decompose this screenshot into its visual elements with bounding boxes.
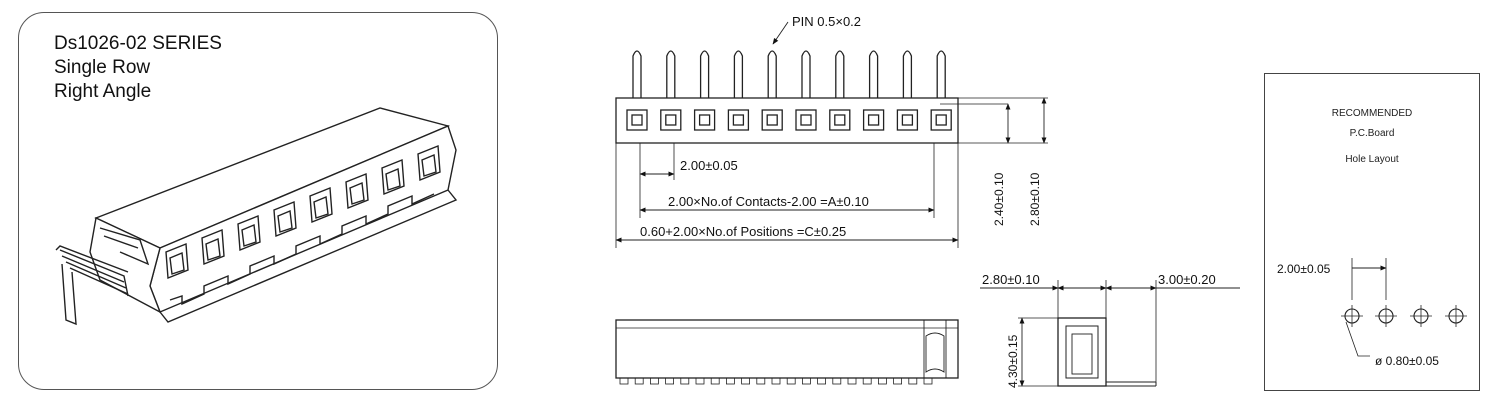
pin-label: PIN 0.5×0.2 xyxy=(792,14,861,29)
contact-window-inner xyxy=(631,114,643,126)
side-width-label: 2.80±0.10 xyxy=(982,272,1040,287)
foot xyxy=(832,377,842,385)
foot xyxy=(710,377,720,385)
row-type-label: Single Row xyxy=(54,57,151,78)
foot xyxy=(802,377,811,385)
connector-isometric xyxy=(55,107,458,326)
bottom-feet xyxy=(619,377,933,385)
pcb-line-2: P.C.Board xyxy=(1349,128,1395,139)
foot xyxy=(650,377,659,385)
pin xyxy=(936,50,946,98)
contact-window xyxy=(862,109,885,131)
height-outer-label: 2.80±0.10 xyxy=(1028,172,1042,226)
series-title: Ds1026-02 SERIES xyxy=(54,33,222,54)
product-panel xyxy=(18,12,498,390)
pin xyxy=(801,50,811,98)
foot xyxy=(847,377,857,385)
contact-windows xyxy=(165,144,441,280)
pin-array xyxy=(626,50,952,131)
contact-window-inner xyxy=(935,114,947,126)
foot xyxy=(680,377,690,385)
contact-window-inner xyxy=(698,114,711,126)
foot xyxy=(726,377,735,385)
pin xyxy=(733,50,744,98)
foot xyxy=(893,377,902,385)
pin xyxy=(632,50,642,98)
pin xyxy=(666,50,676,98)
pcb-layout-box: RECOMMENDED P.C.Board Hole Layout 2.00±0… xyxy=(1264,73,1480,391)
contact-window xyxy=(626,109,648,131)
dim-c-label: 0.60+2.00×No.of Positions =C±0.25 xyxy=(640,224,846,239)
contact-window xyxy=(829,109,851,131)
contact-window-inner xyxy=(665,114,677,126)
foot xyxy=(771,377,781,385)
dim-a-label: 2.00×No.of Contacts-2.00 =A±0.10 xyxy=(668,194,869,209)
foot xyxy=(786,377,796,385)
pcb-line-1: RECOMMENDED xyxy=(1331,108,1413,119)
foot xyxy=(923,377,933,385)
pin xyxy=(902,50,913,98)
foot xyxy=(878,377,887,385)
foot xyxy=(817,377,826,385)
height-inner-label: 2.40±0.10 xyxy=(992,172,1006,226)
contact-window-inner xyxy=(834,114,846,126)
pin xyxy=(699,50,710,98)
contact-window xyxy=(660,109,682,131)
orientation-label: Right Angle xyxy=(54,81,152,102)
pcb-line-3: Hole Layout xyxy=(1345,154,1399,165)
contact-window-inner xyxy=(901,114,914,126)
contact-window-inner xyxy=(766,114,778,126)
foot xyxy=(756,377,766,385)
pin xyxy=(868,50,879,98)
foot xyxy=(908,377,918,385)
contact-window xyxy=(727,109,750,131)
pin-tails xyxy=(55,227,150,326)
foot xyxy=(695,377,705,385)
foot xyxy=(862,377,872,385)
front-body xyxy=(615,97,959,144)
side-view xyxy=(980,280,1240,387)
foot xyxy=(619,377,629,385)
foot xyxy=(741,377,750,385)
foot xyxy=(634,377,644,385)
pcb-pitch-label: 2.00±0.05 xyxy=(1277,262,1331,276)
contact-window xyxy=(761,109,783,131)
side-height-label: 4.30±0.15 xyxy=(1006,334,1020,388)
pcb-hole-label: ø 0.80±0.05 xyxy=(1375,354,1439,368)
contact-window xyxy=(693,109,716,131)
contact-window-inner xyxy=(867,114,880,126)
bottom-view xyxy=(615,319,959,385)
contact-window-inner xyxy=(800,114,812,126)
pin xyxy=(835,50,845,98)
pin xyxy=(767,50,777,98)
contact-window-inner xyxy=(732,114,745,126)
side-tail-label: 3.00±0.20 xyxy=(1158,272,1216,287)
contact-window xyxy=(795,109,817,131)
contact-window xyxy=(896,109,919,131)
pcb-holes xyxy=(1341,258,1467,357)
front-view xyxy=(615,21,1048,248)
foot xyxy=(665,377,674,385)
pitch-label: 2.00±0.05 xyxy=(680,158,738,173)
contact-window xyxy=(930,109,952,131)
